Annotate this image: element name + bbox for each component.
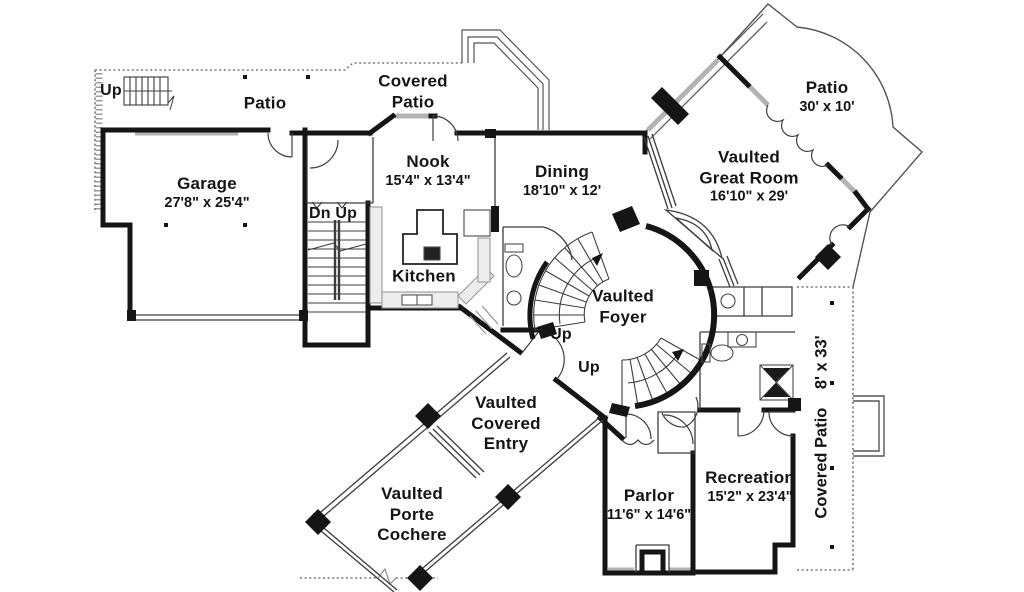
label-covered-patio-right: Covered Patio 8' x 33' xyxy=(812,335,831,519)
label-garage: Garage 27'8" x 25'4" xyxy=(164,173,250,211)
label-patio-top-left: Patio xyxy=(243,93,287,113)
label-foyer: Vaulted Foyer xyxy=(592,286,654,326)
label-great-room: Vaulted Great Room 16'10" x 29' xyxy=(699,147,799,205)
label-dining: Dining 18'10" x 12' xyxy=(522,161,602,199)
posts xyxy=(127,75,841,591)
patio-edges xyxy=(94,62,854,579)
shower-fill xyxy=(763,368,790,397)
fixtures xyxy=(369,206,794,573)
label-foyer-up-left: Up xyxy=(550,326,572,344)
thin-lines xyxy=(132,133,795,592)
stair-arrows xyxy=(592,253,684,361)
label-patio-right: Patio 30' x 10' xyxy=(799,77,855,115)
label-covered-patio-top: Covered Patio xyxy=(378,71,448,111)
label-covered-entry: Vaulted Covered Entry xyxy=(471,392,541,454)
label-up-top-left: Up xyxy=(100,82,122,100)
exterior-walls xyxy=(100,53,872,576)
doors xyxy=(267,104,851,445)
roof-lines xyxy=(461,13,768,140)
label-recreation: Recreation 15'2" x 23'4" xyxy=(705,467,795,505)
label-parlor: Parlor 11'6" x 14'6" xyxy=(606,485,692,523)
label-foyer-up-right: Up xyxy=(578,359,600,377)
label-nook: Nook 15'4" x 13'4" xyxy=(385,151,471,189)
hatch-bands xyxy=(95,73,397,586)
label-kitchen: Kitchen xyxy=(392,266,456,286)
label-dn-up: Dn Up xyxy=(308,205,358,223)
right-patio-outline xyxy=(719,3,923,457)
label-porte-cochere: Vaulted Porte Cochere xyxy=(377,483,447,545)
stairs xyxy=(123,76,703,407)
